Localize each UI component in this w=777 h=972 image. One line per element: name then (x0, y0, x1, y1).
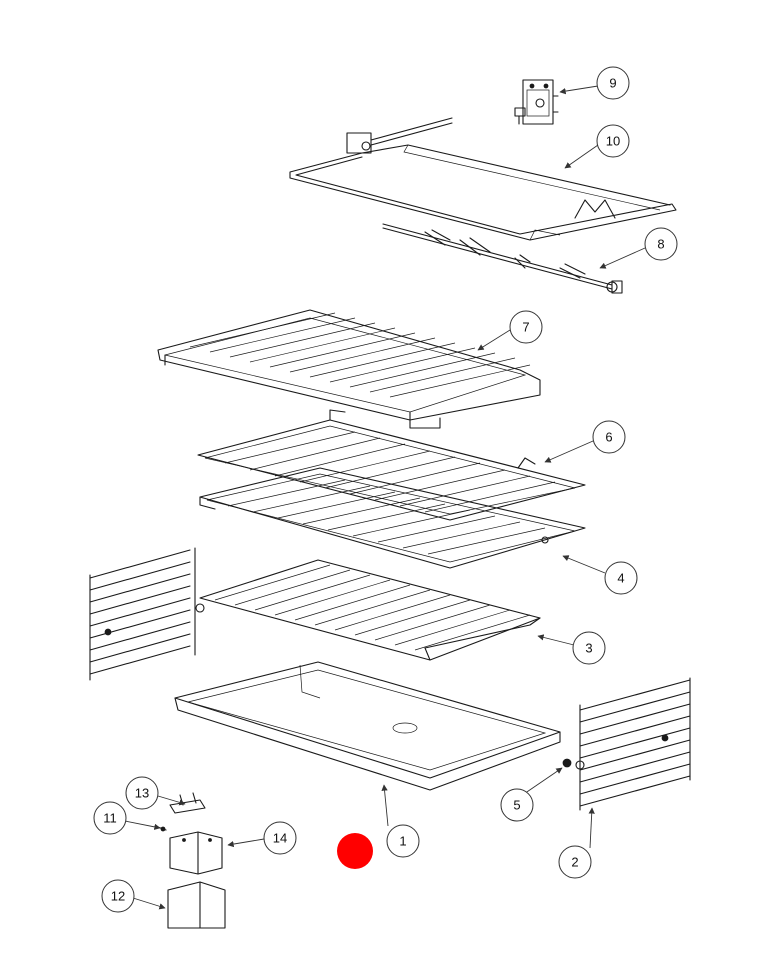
callout-6-label: 6 (605, 430, 612, 445)
callout-9-label: 9 (609, 76, 616, 91)
part-11-small-screw (154, 825, 167, 832)
callout-3: 3 (572, 631, 606, 665)
callout-11-label: 11 (103, 811, 117, 826)
part-12-cover (167, 881, 226, 929)
callout-11: 11 (93, 801, 127, 835)
part-3-grill-tray (199, 559, 541, 661)
callout-14-label: 14 (273, 831, 287, 846)
callout-10: 10 (596, 124, 630, 158)
part-6-wire-rack (197, 409, 586, 521)
red-marker-dot (337, 833, 373, 869)
callout-12: 12 (101, 879, 135, 913)
left-side-runner (89, 547, 205, 681)
callout-2-label: 2 (571, 855, 578, 870)
part-13-bracket (169, 792, 206, 814)
callout-2: 2 (558, 845, 592, 879)
callout-6: 6 (592, 420, 626, 454)
part-4-wire-rack (199, 467, 586, 569)
callout-4-label: 4 (617, 571, 624, 586)
callout-13: 13 (125, 776, 159, 810)
part-5-screw (562, 758, 572, 768)
part-9-switch (514, 79, 559, 125)
callout-12-label: 12 (111, 889, 125, 904)
callout-8: 8 (644, 227, 678, 261)
callout-14: 14 (263, 821, 297, 855)
part-8-rotisserie-spit (382, 223, 623, 294)
callout-10-label: 10 (606, 134, 620, 149)
callout-5-label: 5 (513, 798, 520, 813)
part-7-oven-rack-frame (157, 309, 541, 429)
leader-lines (124, 85, 646, 910)
callout-4: 4 (604, 561, 638, 595)
callout-7-label: 7 (522, 320, 529, 335)
callout-3-label: 3 (585, 641, 592, 656)
callout-13-label: 13 (135, 786, 149, 801)
part-10-top-element (289, 117, 677, 241)
callout-7: 7 (509, 310, 543, 344)
callout-9: 9 (596, 66, 630, 100)
callout-1-label: 1 (399, 834, 406, 849)
callout-5: 5 (500, 788, 534, 822)
part-1-baking-tray (174, 661, 561, 791)
callout-8-label: 8 (657, 237, 664, 252)
callout-1: 1 (386, 824, 420, 858)
part-2-right-side-runner (575, 677, 691, 811)
part-14-box-housing (169, 831, 223, 875)
